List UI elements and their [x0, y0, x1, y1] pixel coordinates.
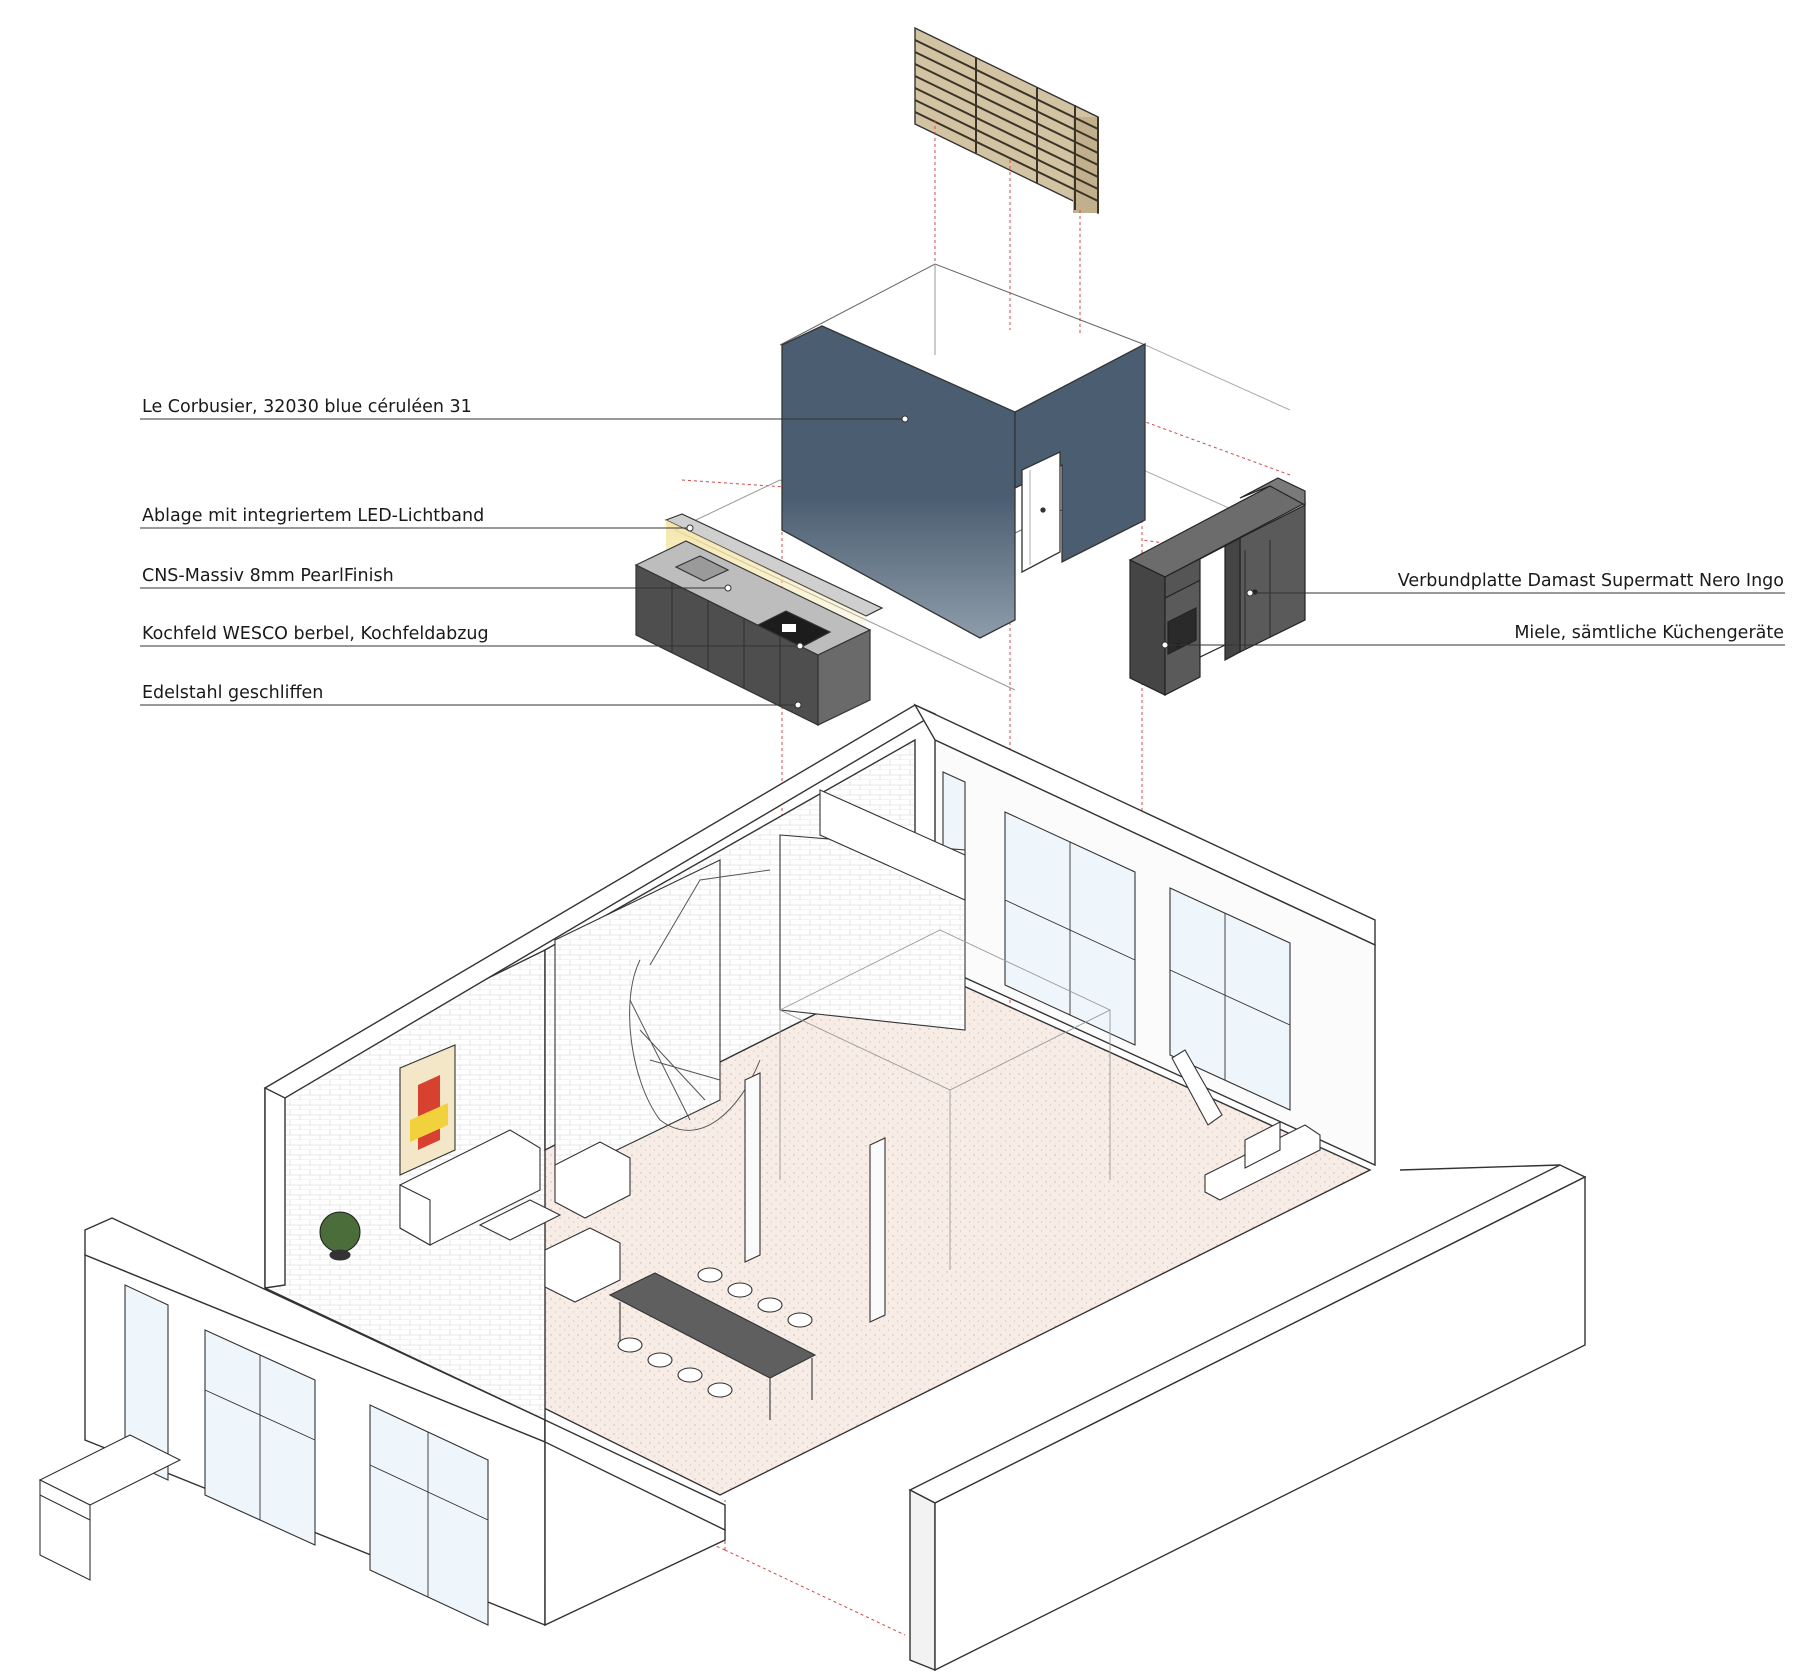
annotation-steel: Edelstahl geschliffen: [142, 683, 324, 703]
interior-core: [554, 789, 1112, 1270]
wooden-shelf: [914, 26, 1099, 215]
leader-lines: [140, 418, 1785, 706]
blue-wall-volume: [674, 263, 1291, 691]
kitchen-island: [634, 513, 884, 726]
building-shell: [84, 703, 1587, 1672]
living-furniture: [319, 1044, 1321, 1420]
annotation-led-shelf: Ablage mit integriertem LED-Lichtband: [142, 506, 485, 526]
exterior-stairs: [38, 1434, 182, 1581]
annotation-wall-color: Le Corbusier, 32030 blue céruléen 31: [142, 397, 472, 417]
leader-dots: [686, 415, 1254, 709]
annotation-hob: Kochfeld WESCO berbel, Kochfeldabzug: [142, 624, 489, 644]
annotation-appliances: Miele, sämtliche Küchengeräte: [1514, 623, 1784, 643]
tall-cabinet-unit: [1128, 477, 1307, 696]
annotation-countertop: CNS-Massiv 8mm PearlFinish: [142, 566, 394, 586]
annotation-cabinet-panel: Verbundplatte Damast Supermatt Nero Ingo: [1397, 571, 1784, 591]
